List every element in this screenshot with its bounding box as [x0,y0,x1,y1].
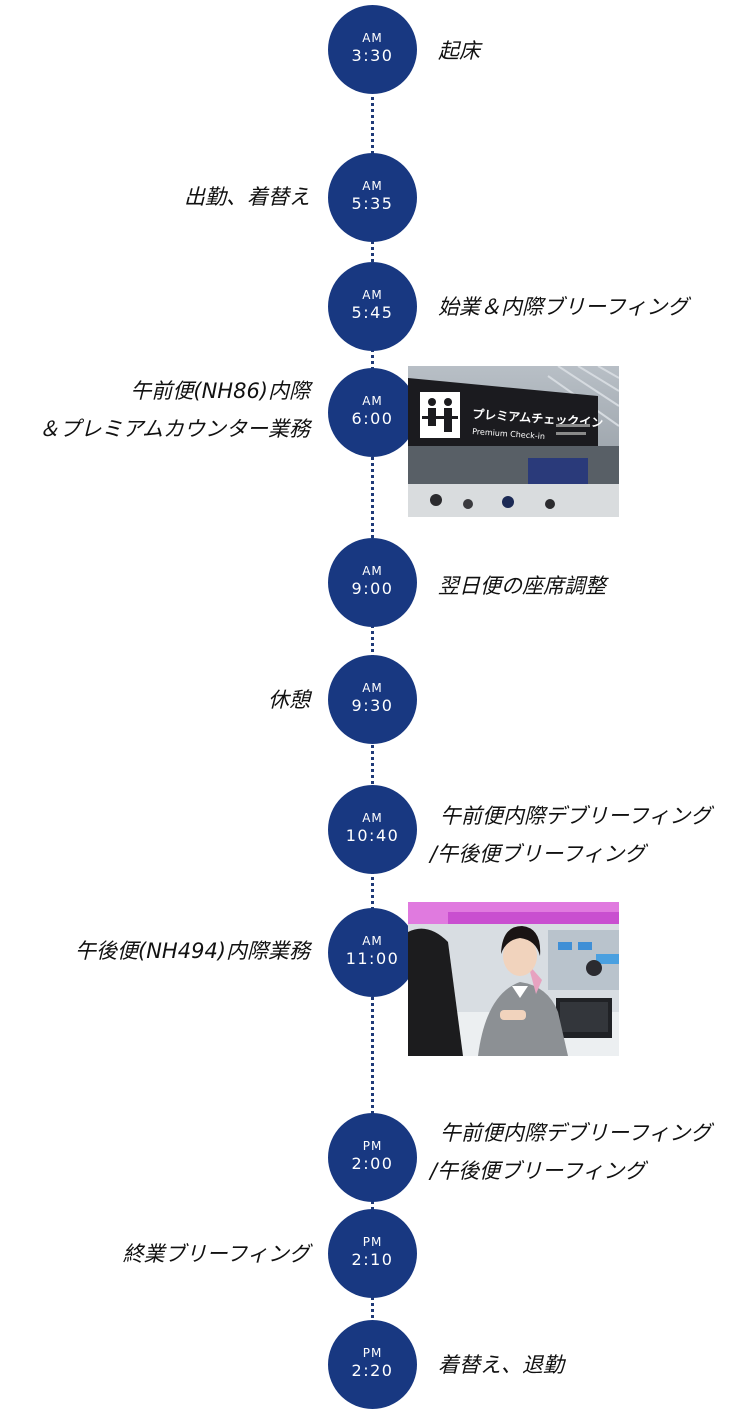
event-label: 午前便(NH86)内際 ＆プレミアムカウンター業務 [38,379,310,441]
time-circle: AM 9:00 [328,538,417,627]
time-circle: AM 10:40 [328,785,417,874]
event-label: 起床 [438,39,480,63]
event-label: 終業ブリーフィング [122,1242,310,1266]
time-circle: AM 5:45 [328,262,417,351]
time-label: 3:30 [351,45,394,65]
time-circle: PM 2:00 [328,1113,417,1202]
ampm-label: AM [362,30,383,45]
premium-checkin-photo: プレミアムチェックイン Premium Check-in [408,366,619,517]
event-label: 午後便(NH494)内際業務 [75,939,310,963]
event-label: 翌日便の座席調整 [438,574,606,598]
event-label: 出勤、着替え [184,185,310,209]
event-label: 始業＆内際ブリーフィング [438,295,689,319]
time-circle: AM 5:35 [328,153,417,242]
event-label: 午前便内際デブリーフィング /午後便ブリーフィング [430,804,712,866]
counter-agent-photo [408,902,619,1056]
event-label: 着替え、退勤 [438,1353,564,1377]
time-circle: PM 2:10 [328,1209,417,1298]
time-circle: AM 3:30 [328,5,417,94]
time-circle: PM 2:20 [328,1320,417,1409]
time-circle: AM 9:30 [328,655,417,744]
event-label: 午前便内際デブリーフィング /午後便ブリーフィング [430,1121,712,1183]
time-circle: AM 6:00 [328,368,417,457]
time-circle: AM 11:00 [328,908,417,997]
event-label: 休憩 [268,688,310,712]
